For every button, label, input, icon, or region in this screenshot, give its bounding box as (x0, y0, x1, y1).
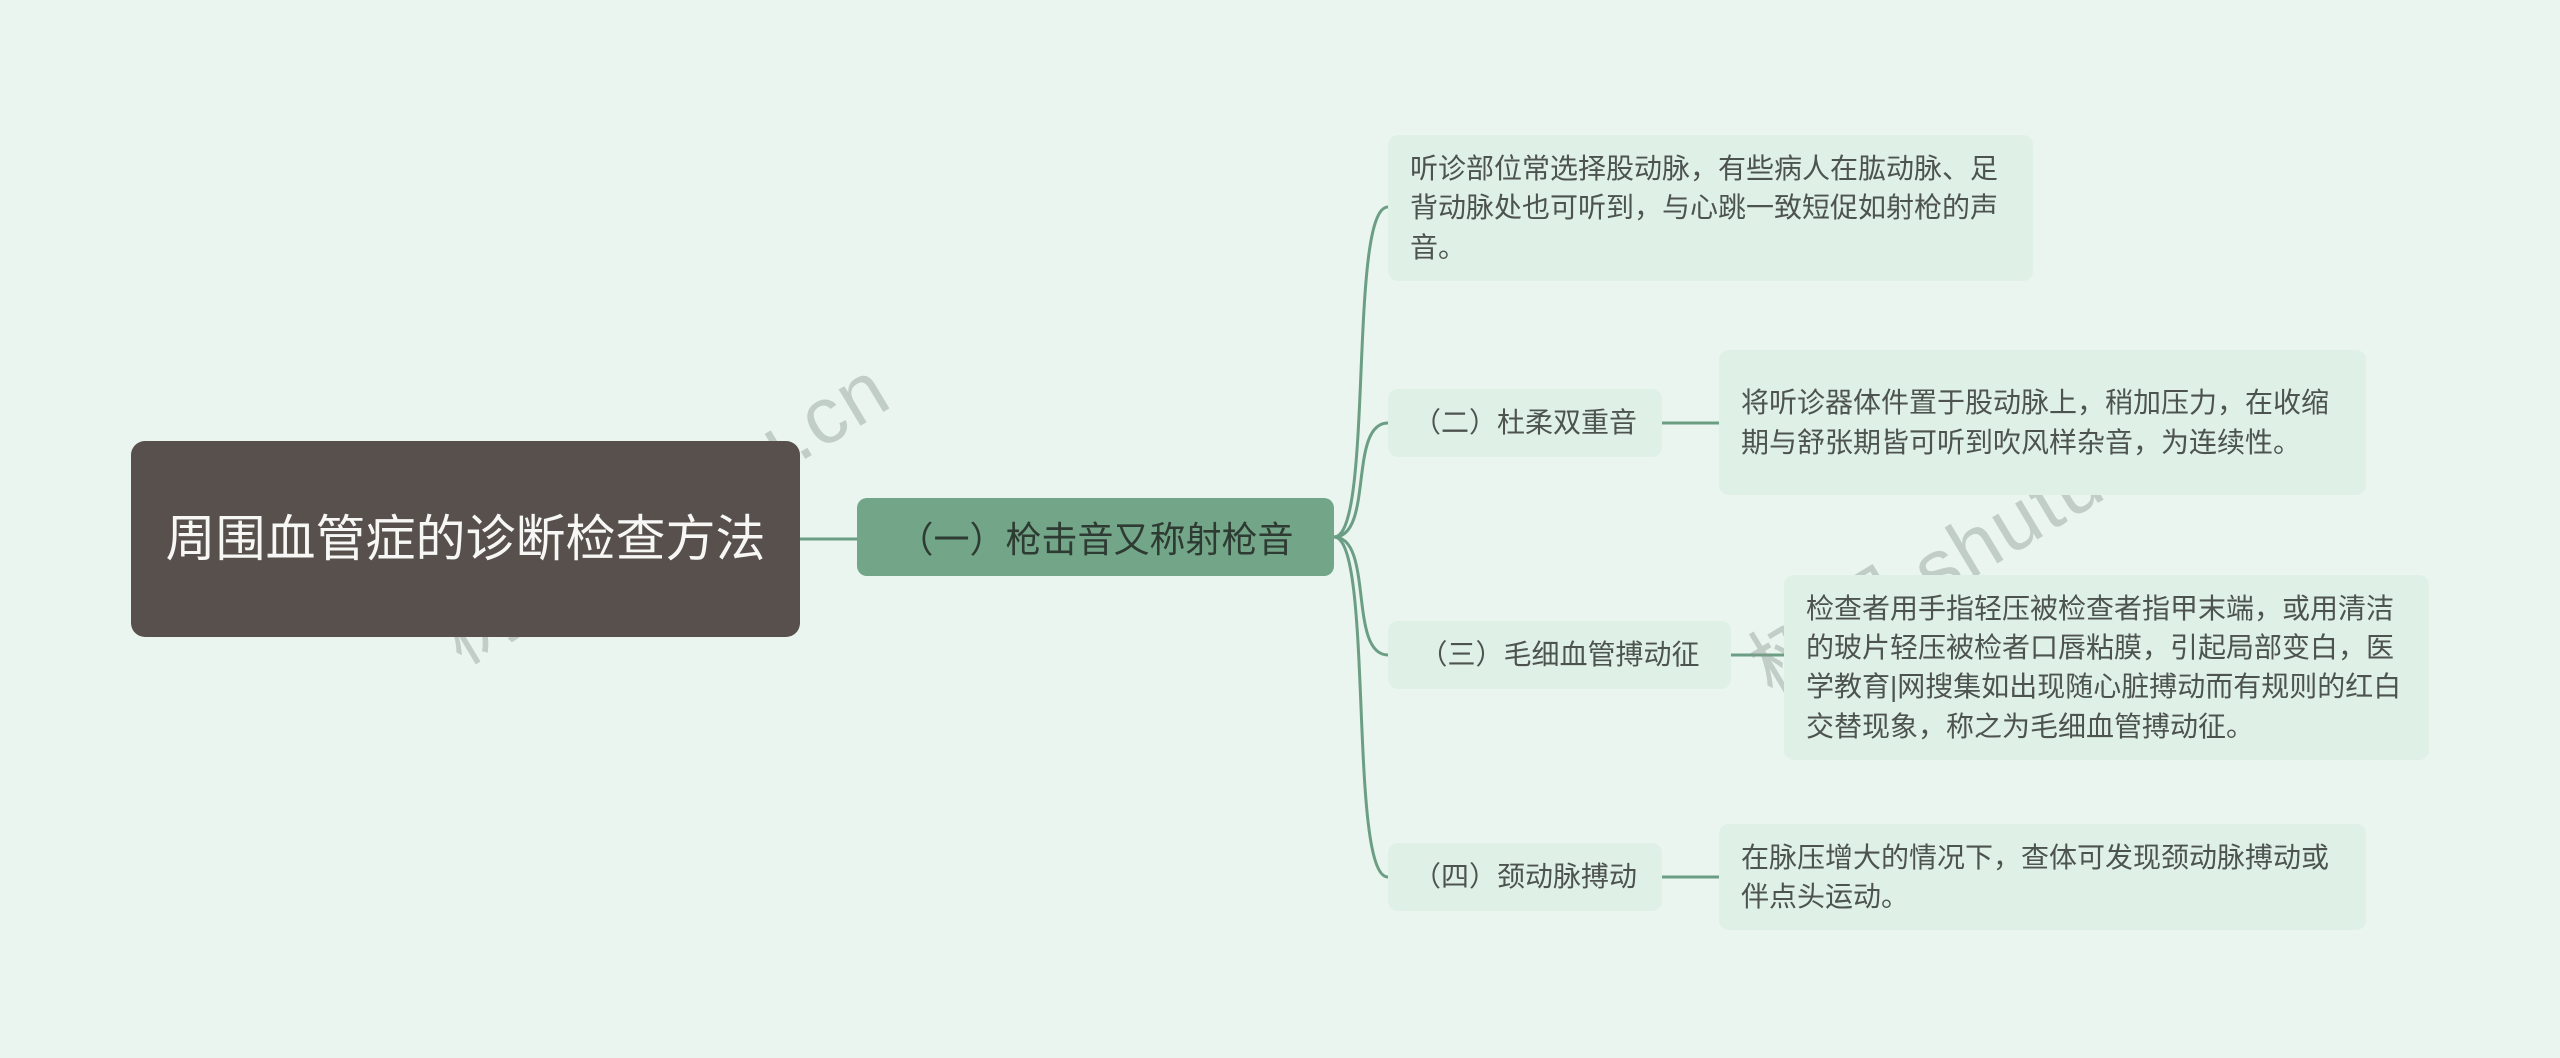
detail-node-carotid-pulsation[interactable]: 在脉压增大的情况下，查体可发现颈动脉搏动或伴点头运动。 (1719, 824, 2366, 931)
subtopic-label: （三）毛细血管搏动征 (1419, 639, 1700, 671)
detail-node-capillary-pulsation[interactable]: 检查者用手指轻压被检查者指甲末端，或用清洁的玻片轻压被检者口唇粘膜，引起局部变白… (1784, 575, 2429, 760)
detail-text: 将听诊器体件置于股动脉上，稍加压力，在收缩期与舒张期皆可听到吹风样杂音，为连续性… (1741, 387, 2330, 458)
root-topic-label: 周围血管症的诊断检查方法 (165, 510, 766, 567)
connector-branch-to-sub3 (1332, 535, 1390, 657)
subtopic-node-duroziez[interactable]: （二）杜柔双重音 (1388, 389, 1662, 457)
subtopic-label: （二）杜柔双重音 (1412, 407, 1637, 439)
subtopic-node-capillary-pulsation[interactable]: （三）毛细血管搏动征 (1388, 621, 1731, 689)
subtopic-label: （四）颈动脉搏动 (1412, 861, 1637, 893)
branch-node-label: （一）枪击音又称射枪音 (897, 519, 1294, 560)
branch-node-gunshot-sound[interactable]: （一）枪击音又称射枪音 (857, 498, 1334, 576)
detail-node-duroziez[interactable]: 将听诊器体件置于股动脉上，稍加压力，在收缩期与舒张期皆可听到吹风样杂音，为连续性… (1719, 350, 2366, 495)
root-topic-node[interactable]: 周围血管症的诊断检查方法 (131, 441, 800, 637)
connector-branch-to-note (1332, 205, 1390, 539)
note-node-text: 听诊部位常选择股动脉，有些病人在肱动脉、足背动脉处也可听到，与心跳一致短促如射枪… (1410, 153, 1999, 263)
subtopic-node-carotid-pulsation[interactable]: （四）颈动脉搏动 (1388, 843, 1662, 911)
connector-branch-to-sub4 (1332, 535, 1390, 879)
note-node-auscultation[interactable]: 听诊部位常选择股动脉，有些病人在肱动脉、足背动脉处也可听到，与心跳一致短促如射枪… (1388, 135, 2033, 281)
connector-branch-to-sub2 (1332, 421, 1390, 539)
detail-text: 在脉压增大的情况下，查体可发现颈动脉搏动或伴点头运动。 (1741, 842, 2330, 913)
detail-text: 检查者用手指轻压被检查者指甲末端，或用清洁的玻片轻压被检者口唇粘膜，引起局部变白… (1806, 593, 2402, 742)
